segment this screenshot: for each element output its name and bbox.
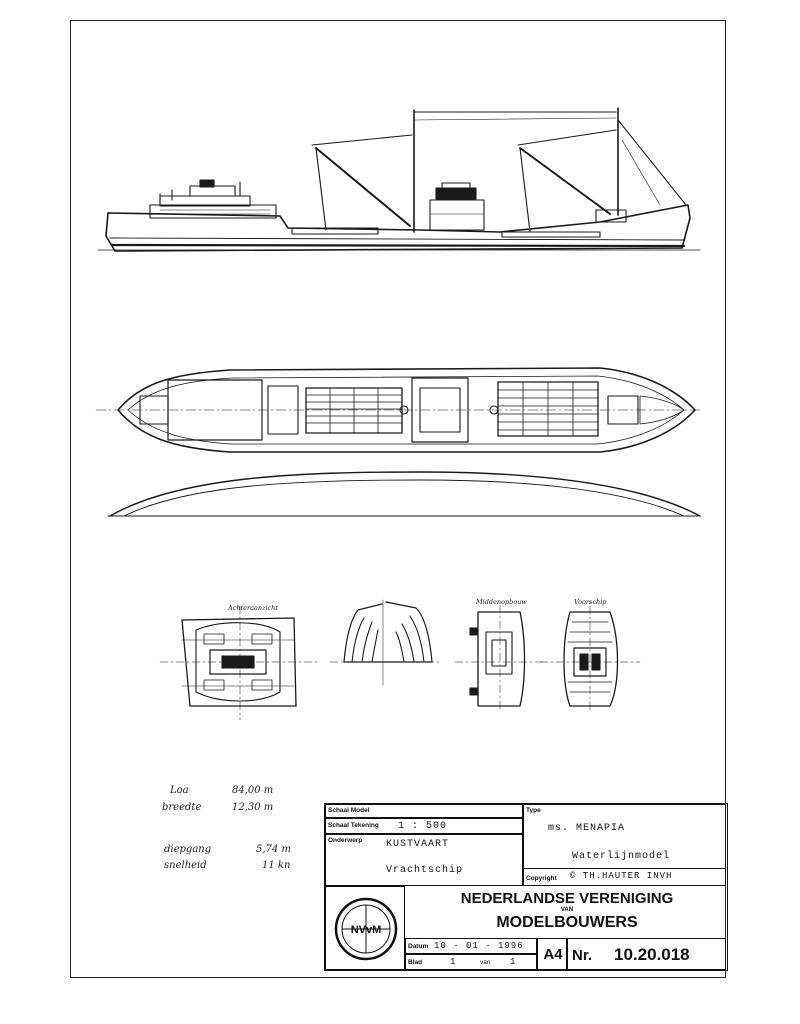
logo-letters: NVvM (351, 924, 382, 936)
nr-label: Nr. (572, 947, 593, 964)
body-plan (329, 599, 441, 686)
loa-value: 84,00 m (232, 785, 274, 796)
blad-label: Blad (408, 959, 423, 966)
fore-view-label: Voorschip (574, 598, 607, 606)
plan-view (95, 367, 703, 453)
onderwerp-value-1: KUSTVAART (386, 839, 450, 850)
type-label: Type (526, 807, 541, 814)
aft-view-label: Achteraanzicht (228, 604, 278, 612)
type-cell: Type ms. MENAPIA Waterlijnmodel Copyrigh… (523, 804, 726, 886)
onderwerp-value-2: Vrachtschip (386, 865, 464, 876)
model-type: Waterlijnmodel (572, 851, 671, 862)
schaal-tekening-value: 1 : 500 (398, 821, 448, 832)
side-elevation (97, 107, 701, 252)
logo-cell: NVvM (325, 886, 405, 970)
breedte-label: breedte (162, 802, 202, 813)
datum-cell: Datum 10 - 01 - 1996 (405, 938, 537, 954)
format-cell: A4 (537, 938, 567, 970)
org-van: VAN (560, 907, 574, 913)
diepgang-value: 5,74 m (256, 844, 291, 855)
number-cell: Nr. 10.20.018 (567, 938, 726, 970)
breedte-value: 12,30 m (232, 802, 274, 813)
schaal-model-label: Schaal Model (328, 807, 370, 814)
schaal-tekening-cell: Schaal Tekening 1 : 500 (325, 818, 523, 834)
sheer-line (107, 471, 701, 517)
midship-detail (454, 604, 546, 713)
blad-cell: Blad 1 van 1 (405, 954, 537, 970)
snelheid-value: 11 kn (262, 860, 291, 871)
copyright-label: Copyright (526, 875, 557, 882)
van-label: van (480, 959, 491, 966)
copyright-value: © TH.HAUTER INVH (570, 871, 673, 881)
diepgang-label: diepgang (164, 844, 212, 855)
format-value: A4 (543, 946, 563, 963)
aft-detail (159, 605, 321, 721)
nr-value: 10.20.018 (614, 945, 690, 964)
snelheid-label: snelheid (164, 860, 207, 871)
midship-view-label: Middenopbouw (476, 598, 527, 606)
drawing-sheet (70, 20, 726, 978)
org-line-1: NEDERLANDSE VERENIGING (460, 890, 674, 907)
schaal-tekening-label: Schaal Tekening (328, 822, 379, 829)
datum-label: Datum (408, 943, 429, 950)
onderwerp-label: Onderwerp (328, 837, 363, 844)
schaal-model-cell: Schaal Model (325, 804, 523, 818)
blad-value: 1 (450, 957, 457, 967)
title-block: Schaal Model Schaal Tekening 1 : 500 Ond… (324, 803, 728, 971)
van-value: 1 (510, 957, 517, 967)
org-line-2: MODELBOUWERS (496, 914, 638, 931)
onderwerp-cell: Onderwerp KUSTVAART Vrachtschip (325, 834, 523, 886)
type-value: ms. MENAPIA (548, 823, 626, 834)
loa-label: Loa (170, 785, 189, 796)
datum-value: 10 - 01 - 1996 (434, 941, 524, 951)
nvvm-logo: NVvM (334, 897, 398, 961)
fore-detail (539, 605, 641, 713)
